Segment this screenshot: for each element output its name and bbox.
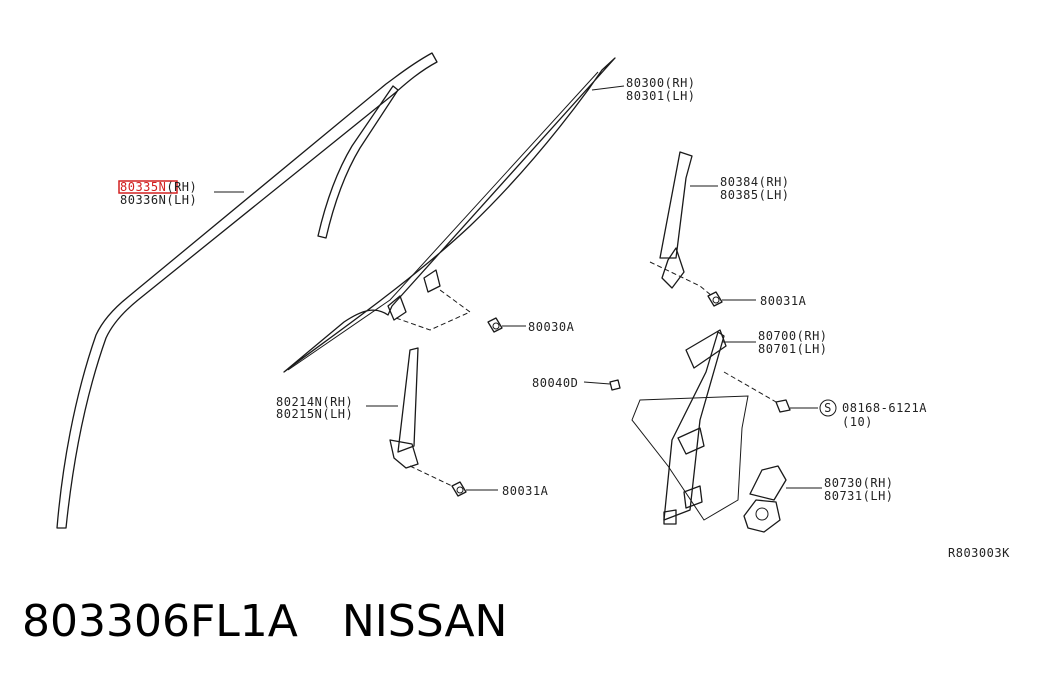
part-caption: 803306FL1A NISSAN [22, 596, 507, 647]
callout-80215N: 80215N(LH) [276, 407, 353, 421]
callout-08168-6121A: 08168-6121A [842, 401, 927, 415]
clip-80031A-bottom [451, 481, 467, 497]
callout-80700: 80700(RH) [758, 329, 828, 343]
callout-80040D: 80040D [532, 376, 578, 390]
diagram-code: R803003K [948, 546, 1010, 560]
callout-80335N: 80335N(RH) [120, 180, 197, 194]
highlight-box [118, 180, 178, 194]
glass-run-weatherstrip [56, 52, 438, 529]
screw-symbol: S [819, 399, 837, 417]
callout-80385: 80385(LH) [720, 188, 790, 202]
callout-80031A-bottom: 80031A [502, 484, 549, 498]
callout-80730: 80730(RH) [824, 476, 894, 490]
callout-80031A-top: 80031A [760, 294, 807, 308]
callout-80731: 80731(LH) [824, 489, 894, 503]
callout-80701: 80701(LH) [758, 342, 828, 356]
window-regulator [631, 329, 777, 525]
callout-80214N: 80214N(RH) [276, 395, 353, 409]
front-sash [389, 347, 453, 487]
regulator-motor [743, 465, 800, 533]
svg-text:S: S [824, 401, 832, 415]
callout-80300: 80300(RH) [626, 76, 696, 90]
leader-lines [214, 85, 822, 491]
part-number: 803306FL1A [22, 596, 298, 647]
callout-80336N: 80336N(LH) [120, 193, 197, 207]
callout-80384: 80384(RH) [720, 175, 790, 189]
bolt-80040D [609, 379, 621, 391]
clip-80031A-top [707, 291, 723, 307]
brand-name: NISSAN [341, 596, 508, 647]
door-glass [283, 57, 616, 373]
clip-80030A [487, 317, 503, 333]
callout-80301: 80301(LH) [626, 89, 696, 103]
callout-qty-10: (10) [842, 415, 873, 429]
rear-sash [649, 151, 713, 297]
bolt-08168 [775, 399, 791, 413]
callout-80030A: 80030A [528, 320, 575, 334]
